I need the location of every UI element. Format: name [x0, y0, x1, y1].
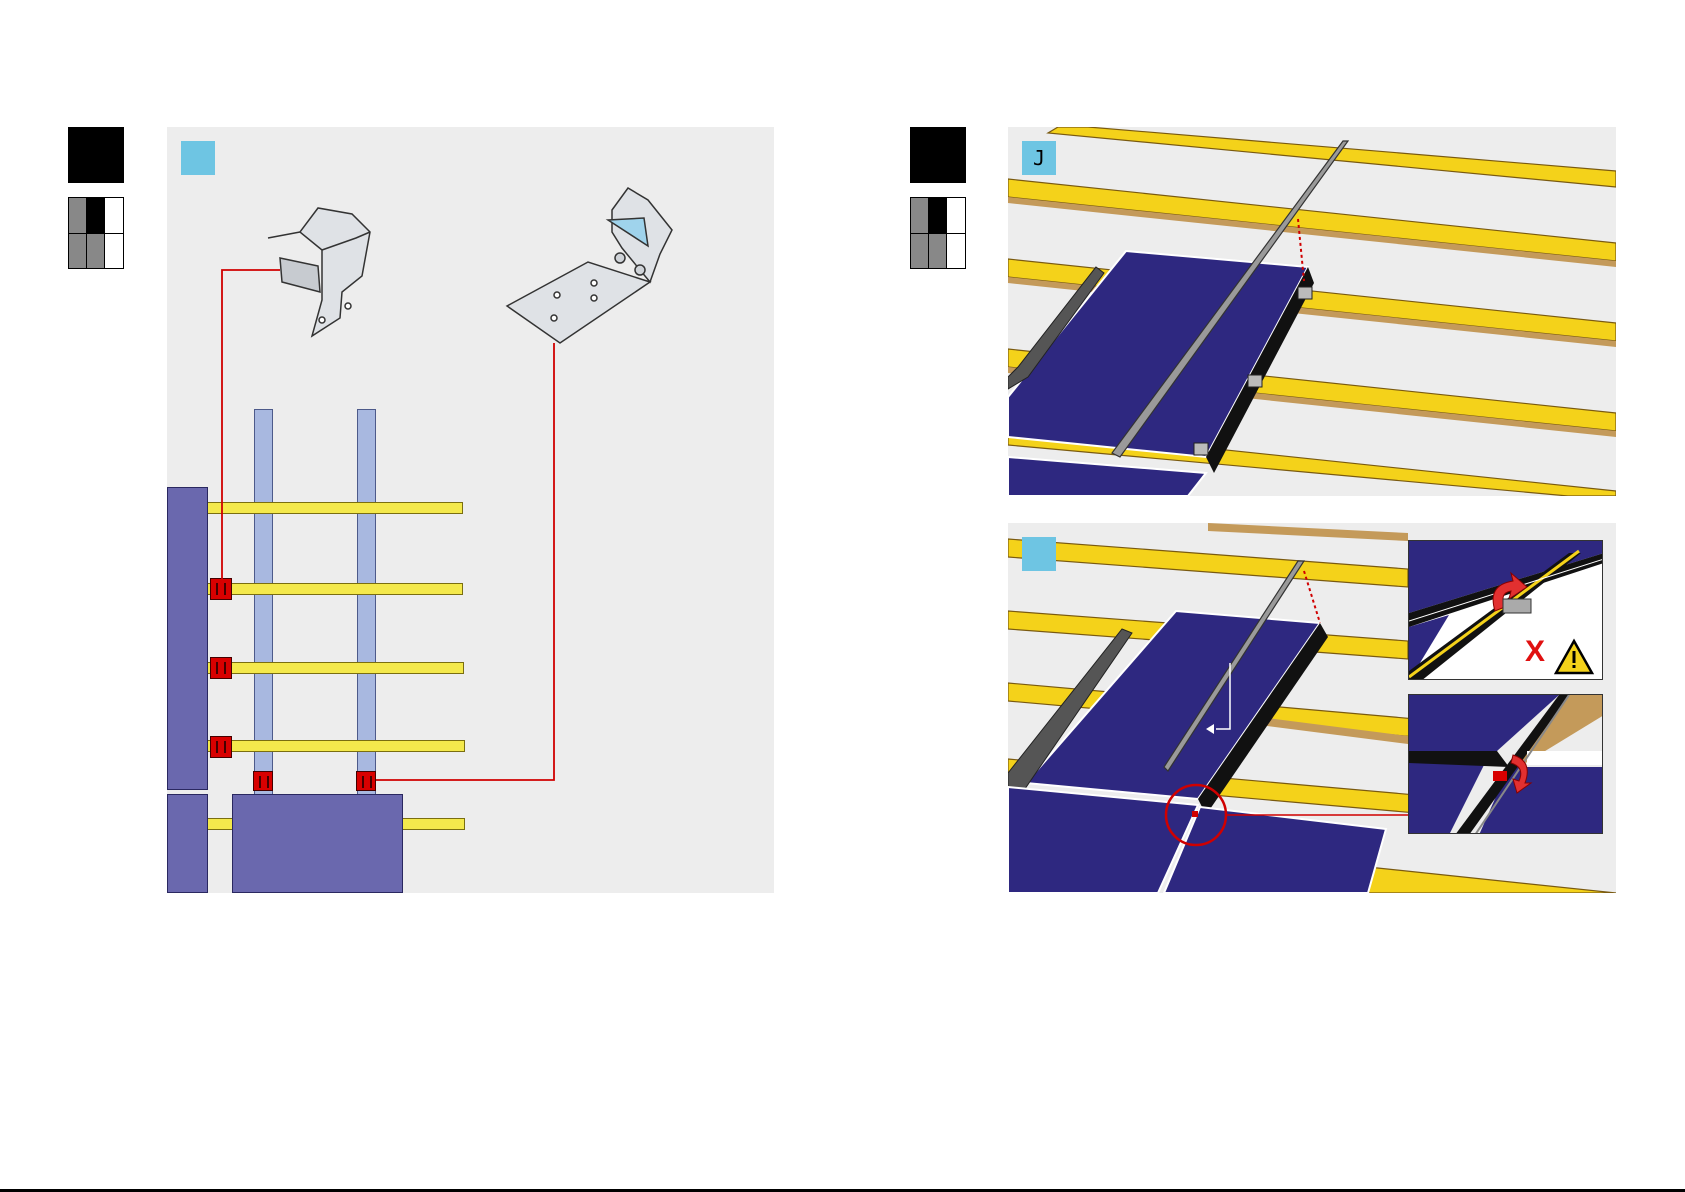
progress-cell	[929, 198, 947, 233]
progress-cell	[947, 233, 965, 268]
progress-cell	[911, 198, 929, 233]
progress-cell	[947, 198, 965, 233]
panel-j-scene	[1008, 127, 1616, 496]
leader-line-clamp	[222, 270, 280, 579]
warning-triangle-icon	[1409, 541, 1603, 680]
leader-line-hook	[376, 343, 554, 780]
panel-tag-j-label: J	[1033, 146, 1045, 170]
step-number-box-right	[910, 127, 966, 183]
detail-inset-correct	[1408, 694, 1603, 834]
inset-correct-scene	[1409, 695, 1603, 834]
detail-inset-incorrect: X	[1408, 540, 1603, 680]
progress-cell	[929, 233, 947, 268]
assembly-panel-j: J	[1008, 127, 1616, 496]
progress-cell	[911, 233, 929, 268]
progress-indicator-right	[910, 197, 966, 269]
panel-tag-j: J	[1022, 141, 1056, 175]
panel-tag-k	[1022, 537, 1056, 571]
